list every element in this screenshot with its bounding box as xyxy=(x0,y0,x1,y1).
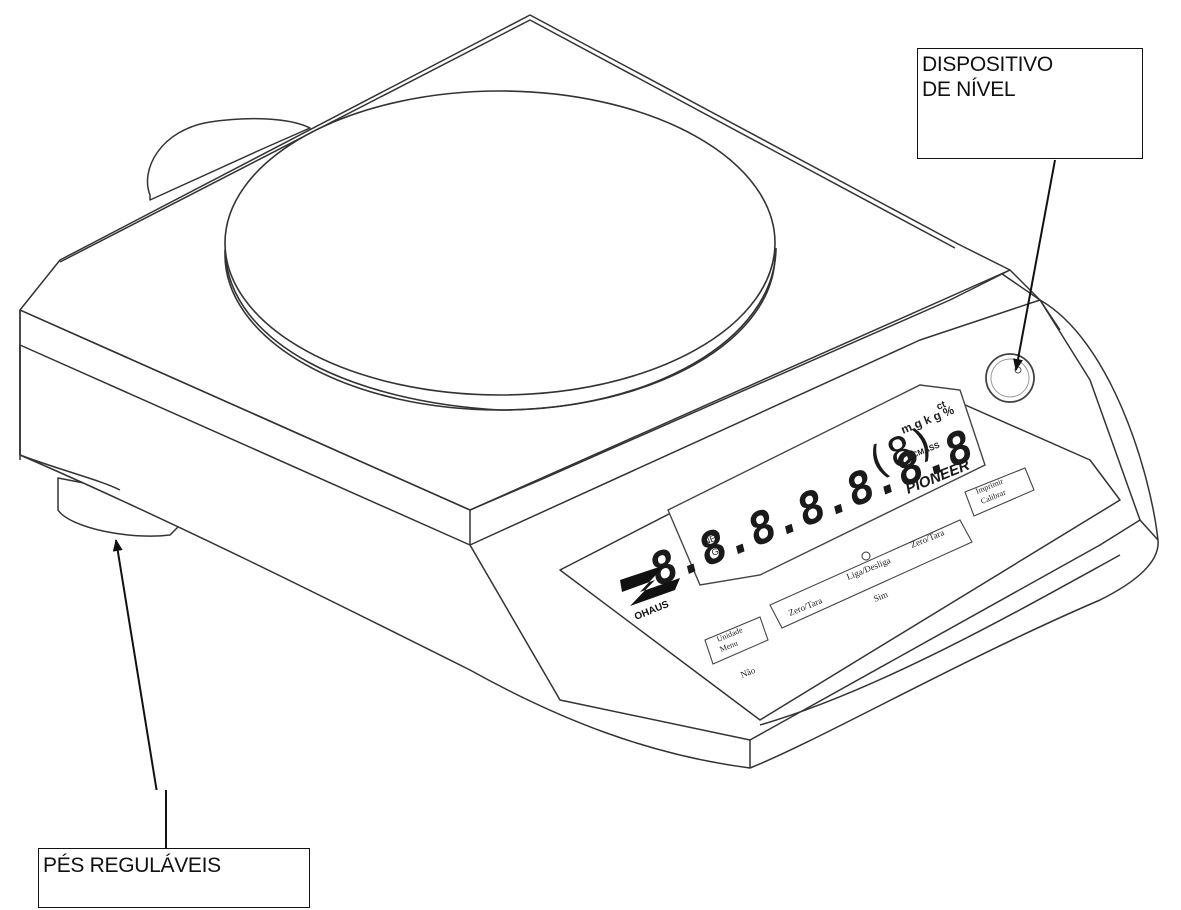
unit-menu-key[interactable]: Unidade Menu Não xyxy=(704,616,769,680)
level-device-line2: DE NÍVEL xyxy=(922,78,1016,101)
rear-foot xyxy=(146,117,311,201)
key-strip xyxy=(769,519,973,629)
level-device-callout: DISPOSITIVO DE NÍVEL xyxy=(917,48,1143,159)
adjustable-feet-label: PÉS REGULÁVEIS xyxy=(43,854,221,877)
adjustable-feet-callout: PÉS REGULÁVEIS xyxy=(38,848,310,908)
weighing-pan xyxy=(224,90,777,411)
front-left-foot xyxy=(57,477,181,537)
indicator-gr: GR xyxy=(710,543,727,558)
ohaus-logo-icon xyxy=(620,565,680,606)
level-arrow xyxy=(1013,159,1056,371)
level-bubble xyxy=(985,353,1035,403)
power-icon xyxy=(861,551,871,561)
level-device-line1: DISPOSITIVO xyxy=(922,53,1053,76)
print-calibrate-key[interactable]: Imprimir Calibrar xyxy=(964,467,1035,517)
